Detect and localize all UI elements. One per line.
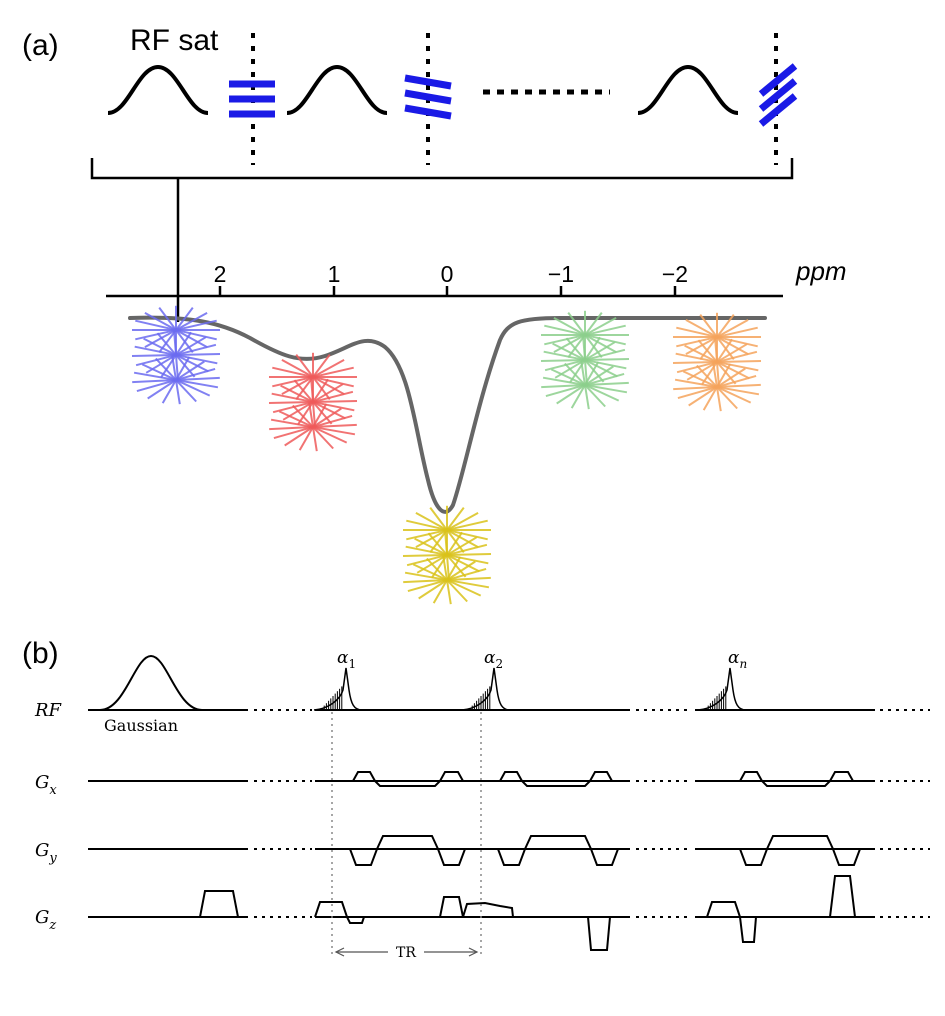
starburst-spoke [402,553,492,557]
tick-label: −1 [548,261,574,287]
channel-label-gy: Gy [35,840,57,866]
bracket [90,158,794,180]
crusher-n [758,63,798,127]
channel-label-rf: RF [34,700,63,721]
rf-gaussian-pulse [99,654,203,711]
rf-pulse-1 [313,667,363,711]
starburst [131,305,221,405]
channel-sub: y [48,851,57,866]
alpha-2-label: α2 [484,648,503,671]
channel-sub: x [49,783,57,798]
starburst-spoke [540,358,630,362]
rf-excitation-pulses [313,667,747,711]
crusher-bars [229,63,798,127]
channel-name: RF [34,700,63,721]
starburst-spoke [133,371,219,389]
starburst-spoke [676,326,758,348]
channel-name: G [35,907,49,928]
rf-sat-label: RF sat [130,24,219,57]
sat-pulse-1 [107,64,209,115]
baselines [88,709,875,918]
alpha-sub: 2 [495,657,503,671]
rf-pulse-2 [461,667,511,711]
gx-waveforms [352,771,854,787]
channel-name: G [35,772,49,793]
crusher-1 [229,80,275,118]
alpha-symbol: α [484,648,496,668]
crusher-2 [404,74,452,120]
gz-waveforms [199,875,856,951]
tr-label: TR [396,945,416,961]
flip-angle-labels: α1 α2 αn [337,648,747,671]
tick-label: 0 [441,261,454,287]
tick-label: 1 [328,261,341,287]
starburst-spoke [272,366,354,388]
rf-pulse-envelope [697,667,747,711]
channel-label-gx: Gx [35,772,57,798]
starburst-spoke [131,353,221,357]
rf-pulse-n [697,667,747,711]
channel-labels: RF Gx Gy Gz [34,700,63,933]
starburst-spoke [268,400,358,404]
ppm-unit-label: ppm [795,256,847,286]
channel-label-gz: Gz [35,907,56,933]
starburst-spoke [270,418,356,436]
sat-pulse-2 [286,64,388,115]
tick-label: 2 [214,261,227,287]
starburst-spoke [542,376,628,394]
starburst [402,505,492,605]
tick-label: −2 [662,261,688,287]
saturation-pulses [107,64,739,115]
channel-name: G [35,840,49,861]
panel-b-label: (b) [22,637,59,670]
alpha-symbol: α [728,648,740,668]
starburst [268,352,358,452]
continuation-dots [254,709,930,918]
z-spectrum-curve [128,315,767,514]
ppm-ticks [218,286,677,296]
starburst-spoke [135,319,217,341]
alpha-sub: n [739,657,747,671]
channel-sub: z [48,918,56,933]
tr-guides [331,712,482,955]
starburst-spoke [404,571,490,589]
panel-a-label: (a) [22,29,59,62]
k-space-starbursts [131,305,762,605]
starburst [540,310,630,410]
starburst-spoke [672,360,762,364]
starburst-spoke [674,378,760,396]
alpha-1-label: α1 [337,648,356,671]
starburst [672,312,762,412]
sat-divider-lines [251,33,778,165]
starburst-spoke [406,519,488,541]
ppm-tick-labels: 2 1 0 −1 −2 [214,261,689,287]
rf-pulse-envelope [313,667,363,711]
alpha-symbol: α [337,648,349,668]
gy-waveforms [349,835,861,866]
alpha-n-label: αn [728,648,747,671]
sat-pulse-n [637,64,739,115]
tr-label-bg [388,944,424,960]
rf-pulse-envelope [461,667,511,711]
alpha-sub: 1 [348,657,356,671]
gaussian-label: Gaussian [104,716,178,735]
starburst-spoke [544,324,626,346]
